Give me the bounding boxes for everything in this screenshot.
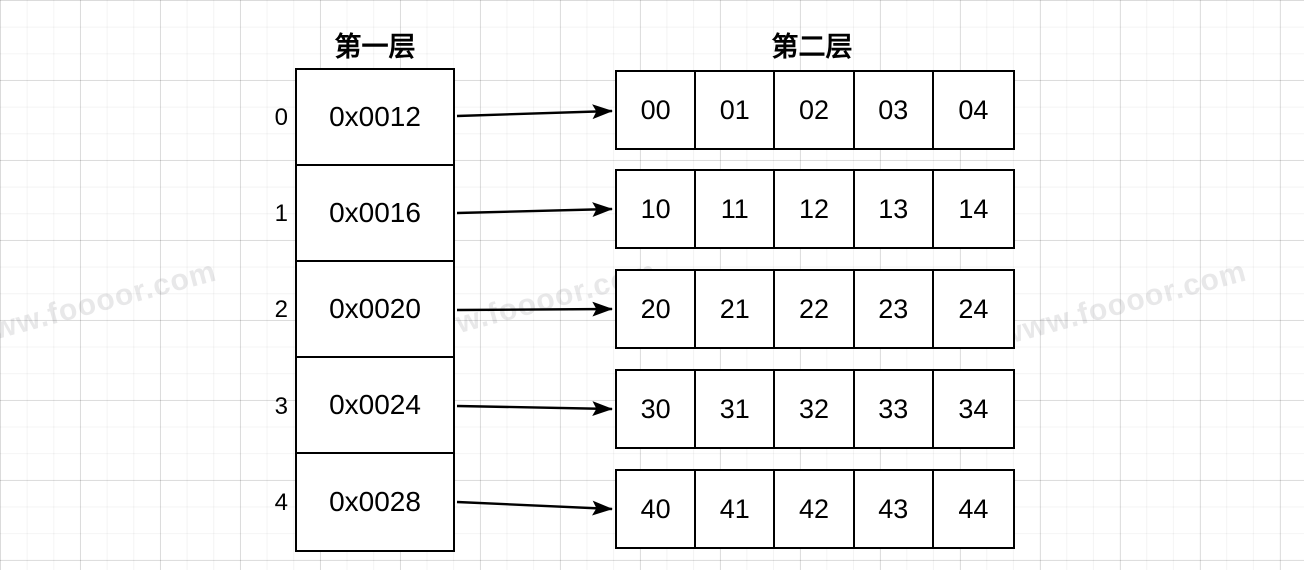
level-two-cell: 44: [933, 471, 1013, 547]
level-one-cell: 0x0012: [297, 70, 453, 166]
level-one-column: 0x0012 0x0016 0x0020 0x0024 0x0028: [295, 68, 455, 552]
arrow-row-0: [456, 104, 613, 120]
arrow-row-4: [456, 500, 613, 516]
level-two-row: 20 21 22 23 24: [615, 269, 1015, 349]
level-one-index-4: 4: [274, 489, 288, 516]
watermark-text: www.foooor.com: [995, 254, 1251, 353]
level-two-cell: 30: [617, 371, 697, 447]
level-two-row: 40 41 42 43 44: [615, 469, 1015, 549]
level-one-cell: 0x0020: [297, 262, 453, 358]
level-one-index-1: 1: [274, 200, 288, 227]
level-two-cell: 11: [696, 171, 776, 247]
level-two-cell: 14: [933, 171, 1013, 247]
level-one-index-3: 3: [274, 393, 288, 420]
level-two-cell: 32: [775, 371, 855, 447]
level-one-index-0: 0: [274, 104, 288, 131]
watermark-text: www.foooor.com: [0, 254, 221, 353]
level-two-cell: 22: [775, 271, 855, 347]
arrow-row-1: [456, 202, 613, 217]
level-two-row: 10 11 12 13 14: [615, 169, 1015, 249]
level-two-cell: 31: [696, 371, 776, 447]
level-one-title: 第一层: [334, 32, 416, 62]
level-two-cell: 03: [854, 72, 934, 148]
level-two-cell: 41: [696, 471, 776, 547]
level-two-cell: 33: [854, 371, 934, 447]
level-two-cell: 40: [617, 471, 697, 547]
level-two-cell: 23: [854, 271, 934, 347]
arrow-row-3: [456, 401, 613, 417]
level-two-cell: 01: [696, 72, 776, 148]
level-one-index-2: 2: [274, 296, 288, 323]
level-one-cell: 0x0024: [297, 358, 453, 454]
level-one-cell: 0x0016: [297, 166, 453, 262]
level-one-cell: 0x0028: [297, 454, 453, 550]
level-two-cell: 20: [617, 271, 697, 347]
level-two-cell: 34: [933, 371, 1013, 447]
level-two-cell: 43: [854, 471, 934, 547]
level-two-cell: 24: [933, 271, 1013, 347]
level-two-title: 第二层: [771, 32, 853, 62]
level-two-row: 30 31 32 33 34: [615, 369, 1015, 449]
arrow-row-2: [456, 301, 613, 317]
level-two-cell: 10: [617, 171, 697, 247]
level-two-cell: 04: [933, 72, 1013, 148]
level-two-cell: 02: [775, 72, 855, 148]
level-two-cell: 21: [696, 271, 776, 347]
level-two-cell: 42: [775, 471, 855, 547]
level-two-row: 00 01 02 03 04: [615, 70, 1015, 150]
level-two-cell: 12: [775, 171, 855, 247]
level-two-cell: 13: [854, 171, 934, 247]
level-two-cell: 00: [617, 72, 697, 148]
